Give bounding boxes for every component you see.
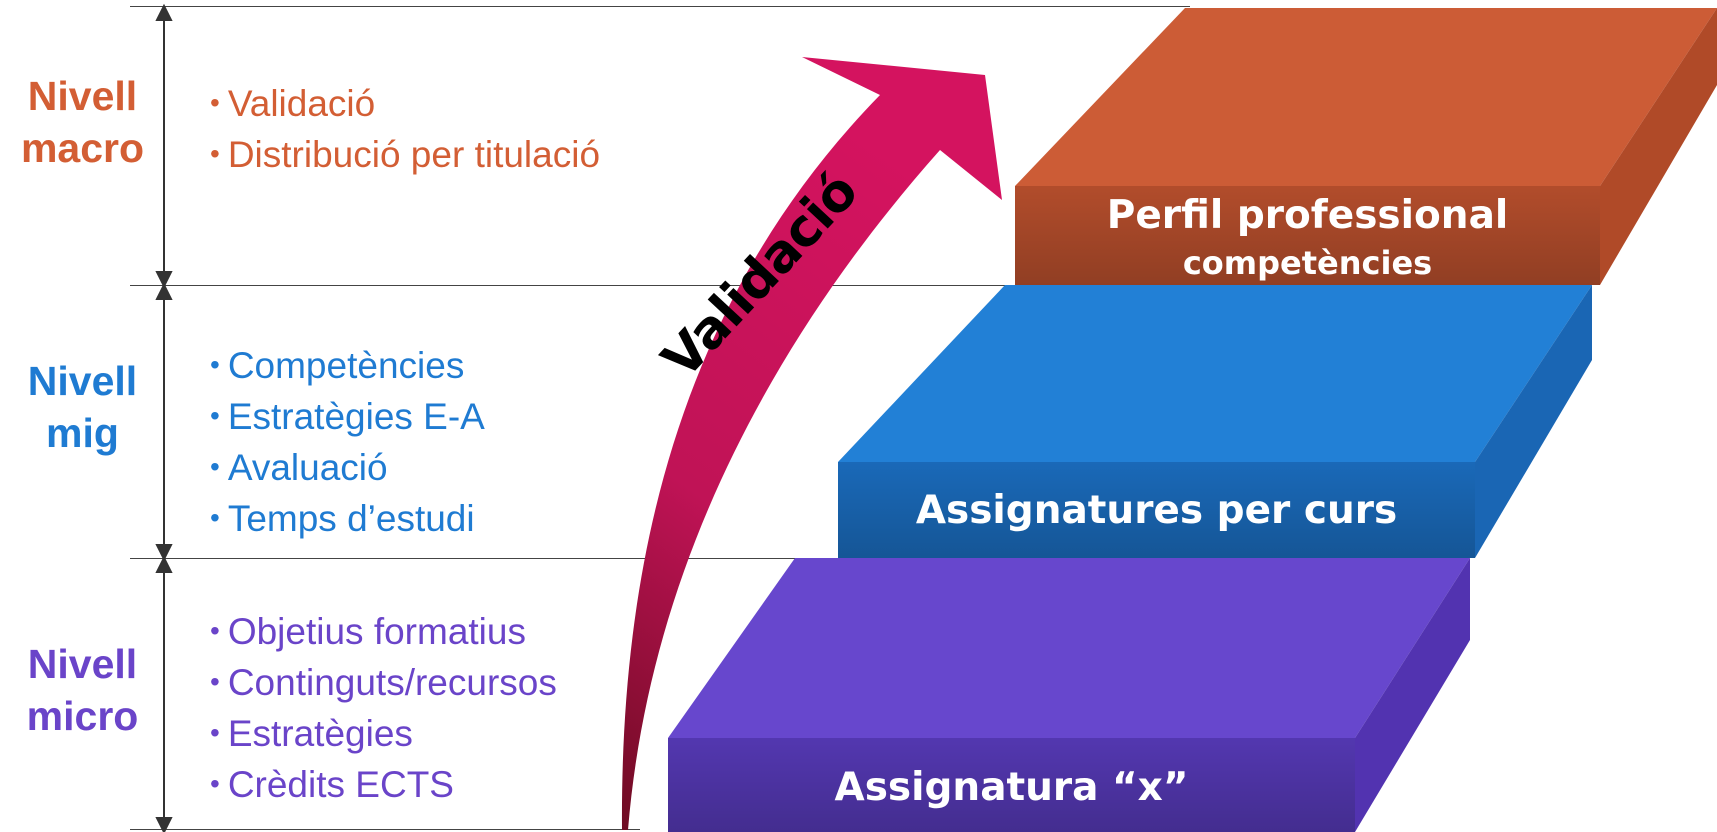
step-top-shape (1015, 8, 1717, 285)
bullet-icon: • (210, 502, 220, 533)
level-item: •Continguts/recursos (210, 657, 557, 708)
arrow-macro (155, 3, 173, 289)
level-item: •Temps d’estudi (210, 493, 485, 544)
macro-items-list: •Validació•Distribució per titulació (210, 78, 600, 180)
level-item: •Distribució per titulació (210, 129, 600, 180)
level-macro-label: Nivell macro (5, 70, 160, 174)
level-micro-line2: micro (26, 693, 139, 739)
level-item-text: Estratègies E-A (227, 396, 485, 437)
arrow-mig (155, 282, 173, 562)
bullet-icon: • (210, 666, 220, 697)
level-mig-line1: Nivell (27, 358, 138, 404)
level-macro-line2: macro (20, 125, 145, 171)
level-item-text: Estratègies (227, 713, 413, 754)
separator-mig-micro (130, 558, 840, 559)
level-item-text: Crèdits ECTS (227, 764, 454, 805)
level-item-text: Temps d’estudi (227, 498, 475, 539)
mig-items-list: •Competències•Estratègies E-A•Avaluació•… (210, 340, 485, 544)
level-macro-line1: Nivell (27, 73, 138, 119)
step-middle-text: Assignatures per curs (915, 488, 1398, 533)
separator-top (130, 6, 1190, 7)
bullet-icon: • (210, 717, 220, 748)
level-item: •Objetius formatius (210, 606, 557, 657)
step-bottom-shape (668, 558, 1470, 832)
level-item: •Crèdits ECTS (210, 759, 557, 810)
micro-items-list: •Objetius formatius•Continguts/recursos•… (210, 606, 557, 810)
level-mig-line2: mig (46, 410, 119, 456)
bullet-icon: • (210, 138, 220, 169)
level-item: •Avaluació (210, 442, 485, 493)
bullet-icon: • (210, 615, 220, 646)
validation-arrow (621, 57, 1002, 830)
arrow-micro (155, 555, 173, 832)
step-top-line2: competències (1182, 244, 1433, 282)
separator-macro-mig (130, 285, 1010, 286)
step-top-text: Perfil professional competències (1015, 190, 1600, 284)
level-item-text: Competències (227, 345, 465, 386)
level-item-text: Continguts/recursos (227, 662, 557, 703)
level-item: •Validació (210, 78, 600, 129)
bullet-icon: • (210, 87, 220, 118)
bullet-icon: • (210, 400, 220, 431)
bullet-icon: • (210, 349, 220, 380)
level-item: •Estratègies E-A (210, 391, 485, 442)
step-bottom-text: Assignatura “x” (834, 765, 1189, 810)
level-micro-label: Nivell micro (5, 638, 160, 742)
level-item-text: Validació (227, 83, 376, 124)
level-item-text: Distribució per titulació (227, 134, 601, 175)
level-item: •Estratègies (210, 708, 557, 759)
level-micro-line1: Nivell (27, 641, 138, 687)
bullet-icon: • (210, 451, 220, 482)
step-middle-shape (838, 285, 1592, 558)
separator-bottom (130, 829, 640, 830)
bullet-icon: • (210, 768, 220, 799)
level-item: •Competències (210, 340, 485, 391)
level-item-text: Objetius formatius (227, 611, 526, 652)
step-top-line1: Perfil professional (1106, 193, 1509, 238)
level-item-text: Avaluació (227, 447, 388, 488)
level-mig-label: Nivell mig (5, 355, 160, 459)
